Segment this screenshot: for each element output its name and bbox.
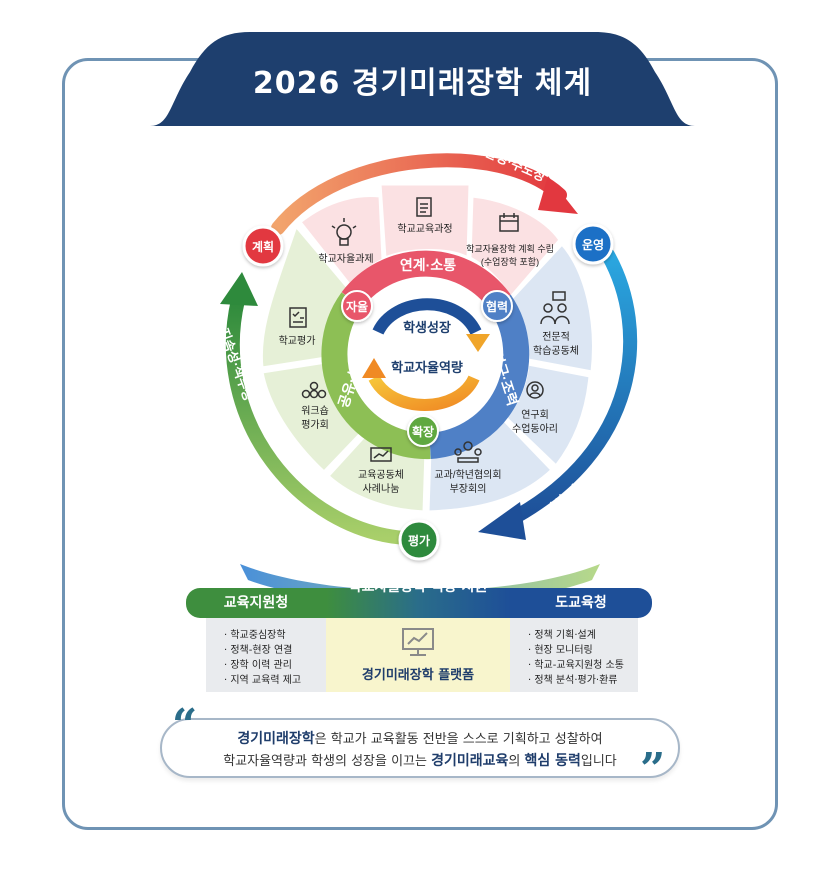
petal-6-label-2: 부장회의 <box>450 483 487 495</box>
quote-line-2-text-a: 학교자율역량과 학생의 성장을 이끄는 <box>223 754 432 769</box>
title-tab <box>150 32 695 126</box>
arc-top-arrowhead <box>538 176 578 214</box>
quote-bold-term: 경기미래장학 <box>237 731 315 747</box>
support-band-bar: 학교자율장학 역량 지원 <box>326 579 510 618</box>
petal-5-label-1: 연구회 <box>521 409 549 421</box>
petal-3-label-2: (수업장학 포함) <box>481 257 539 267</box>
petal-5-label-2: 수업동아리 <box>512 422 558 435</box>
support-left-header: 교육지원청 <box>186 588 326 618</box>
petal-8-label-1: 워크숍 <box>301 404 329 417</box>
page-title: 2026 경기미래장학 체계 <box>150 58 695 102</box>
platform-label: 경기미래장학 플랫폼 <box>361 668 475 683</box>
quote-line-2: 학교자율역량과 학생의 성장을 이끄는 경기미래교육의 핵심 동력입니다 <box>162 750 678 770</box>
lightbulb-icon <box>331 218 357 246</box>
node-operate-label: 운영 <box>582 237 604 252</box>
badge-expansion-label: 확장 <box>412 424 434 439</box>
node-operate: 운영 <box>572 223 614 265</box>
quote-line-1-text: 은 학교가 교육활동 전반을 스스로 기획하고 성찰하여 <box>314 732 603 747</box>
node-evaluate: 평가 <box>398 519 440 561</box>
ring-segment-left <box>321 292 431 460</box>
petal-4-label-1: 전문적 <box>542 331 570 343</box>
presentation-icon <box>370 447 392 462</box>
center-arrowhead-top <box>466 334 490 352</box>
node-plan: 계획 <box>242 225 284 267</box>
support-right-item: · 현장 모니터링 <box>528 645 593 656</box>
badge-expansion: 확장 <box>407 415 439 447</box>
support-right-panel: · 정책 기획·설계 · 현장 모니터링 · 학교-교육지원청 소통 · 정책 … <box>510 618 638 692</box>
petal-9-label: 학교평가 <box>279 335 316 347</box>
petal-3-label-1: 학교자율장학 계획 수립 <box>466 243 554 254</box>
platform-monitor-icon <box>402 628 434 656</box>
petal-2 <box>378 182 472 261</box>
petal-7-label-2: 사례나눔 <box>363 483 400 495</box>
badge-autonomy-label: 자율 <box>346 299 368 314</box>
arc-top-arrow <box>271 153 567 235</box>
support-right-header: 도교육청 <box>510 588 652 618</box>
meeting-icon <box>454 441 482 463</box>
calendar-icon <box>499 213 519 232</box>
badge-autonomy: 자율 <box>341 290 373 322</box>
support-left-item: · 정책-현장 연결 <box>224 645 293 656</box>
platform-panel: 경기미래장학 플랫폼 <box>326 618 510 692</box>
center-top-label: 학생성장 <box>403 320 451 335</box>
quote-open-mark: “ <box>172 700 198 751</box>
petal-6-label-1: 교과/학년협의회 <box>434 468 501 481</box>
arc-right-arrow <box>503 248 638 527</box>
support-left-panel: · 학교중심장학 · 정책-현장 연결 · 장학 이력 관리 · 지역 교육력 … <box>206 618 326 692</box>
arc-left-arrowhead <box>220 272 258 306</box>
ring-segment-right <box>428 294 530 459</box>
badge-cooperation: 협력 <box>481 290 513 322</box>
quote-box: 경기미래장학은 학교가 교육활동 전반을 스스로 기획하고 성찰하여 학교자율역… <box>160 718 680 778</box>
quote-bold-core: 핵심 동력 <box>524 753 581 769</box>
node-evaluate-label: 평가 <box>408 533 430 548</box>
support-left-item: · 장학 이력 관리 <box>224 660 292 671</box>
quote-line-2-text-b: 의 <box>508 754 525 769</box>
petal-3 <box>468 194 562 301</box>
title-year: 2026 <box>252 66 341 101</box>
quote-line-1: 경기미래장학은 학교가 교육활동 전반을 스스로 기획하고 성찰하여 <box>162 728 678 748</box>
arc-left-arrow <box>226 293 412 545</box>
center-arrowhead-bottom <box>362 358 386 378</box>
arc-right-arrowhead <box>478 502 526 540</box>
petal-2-label: 학교교육과정 <box>397 223 452 235</box>
support-left-item: · 학교중심장학 <box>224 630 286 641</box>
ring-segment-top <box>341 250 511 310</box>
community-icon <box>540 291 570 325</box>
ring-label-top: 연계·소통 <box>400 257 456 273</box>
petal-4-label-2: 학습공동체 <box>533 345 579 357</box>
support-right-item: · 정책 분석·평가·환류 <box>528 675 618 686</box>
title-main: 경기미래장학 체계 <box>351 66 593 101</box>
center-bottom-label: 학교자율역량 <box>391 360 463 375</box>
center-arrow-bottom <box>368 374 480 411</box>
research-group-icon <box>526 381 544 399</box>
support-left-item: · 지역 교육력 제고 <box>224 675 302 686</box>
badge-cooperation-label: 협력 <box>486 299 508 314</box>
document-icon <box>416 197 432 217</box>
petal-7-label-1: 교육공동체 <box>358 469 404 481</box>
center-arrow-top <box>372 298 482 336</box>
checklist-icon <box>289 307 307 328</box>
support-right-item: · 정책 기획·설계 <box>528 630 596 641</box>
support-band-label: 학교자율장학 역량 지원 <box>348 579 488 595</box>
quote-line-2-text-c: 입니다 <box>580 754 617 769</box>
quote-close-mark: ” <box>640 744 666 795</box>
workshop-icon <box>301 381 327 399</box>
support-right-item: · 학교-교육지원청 소통 <box>528 660 624 671</box>
petal-8-label-2: 평가회 <box>301 419 329 431</box>
quote-bold-future-edu: 경기미래교육 <box>431 753 509 769</box>
node-plan-label: 계획 <box>252 239 274 254</box>
petal-1-label: 학교자율과제 <box>318 253 373 265</box>
